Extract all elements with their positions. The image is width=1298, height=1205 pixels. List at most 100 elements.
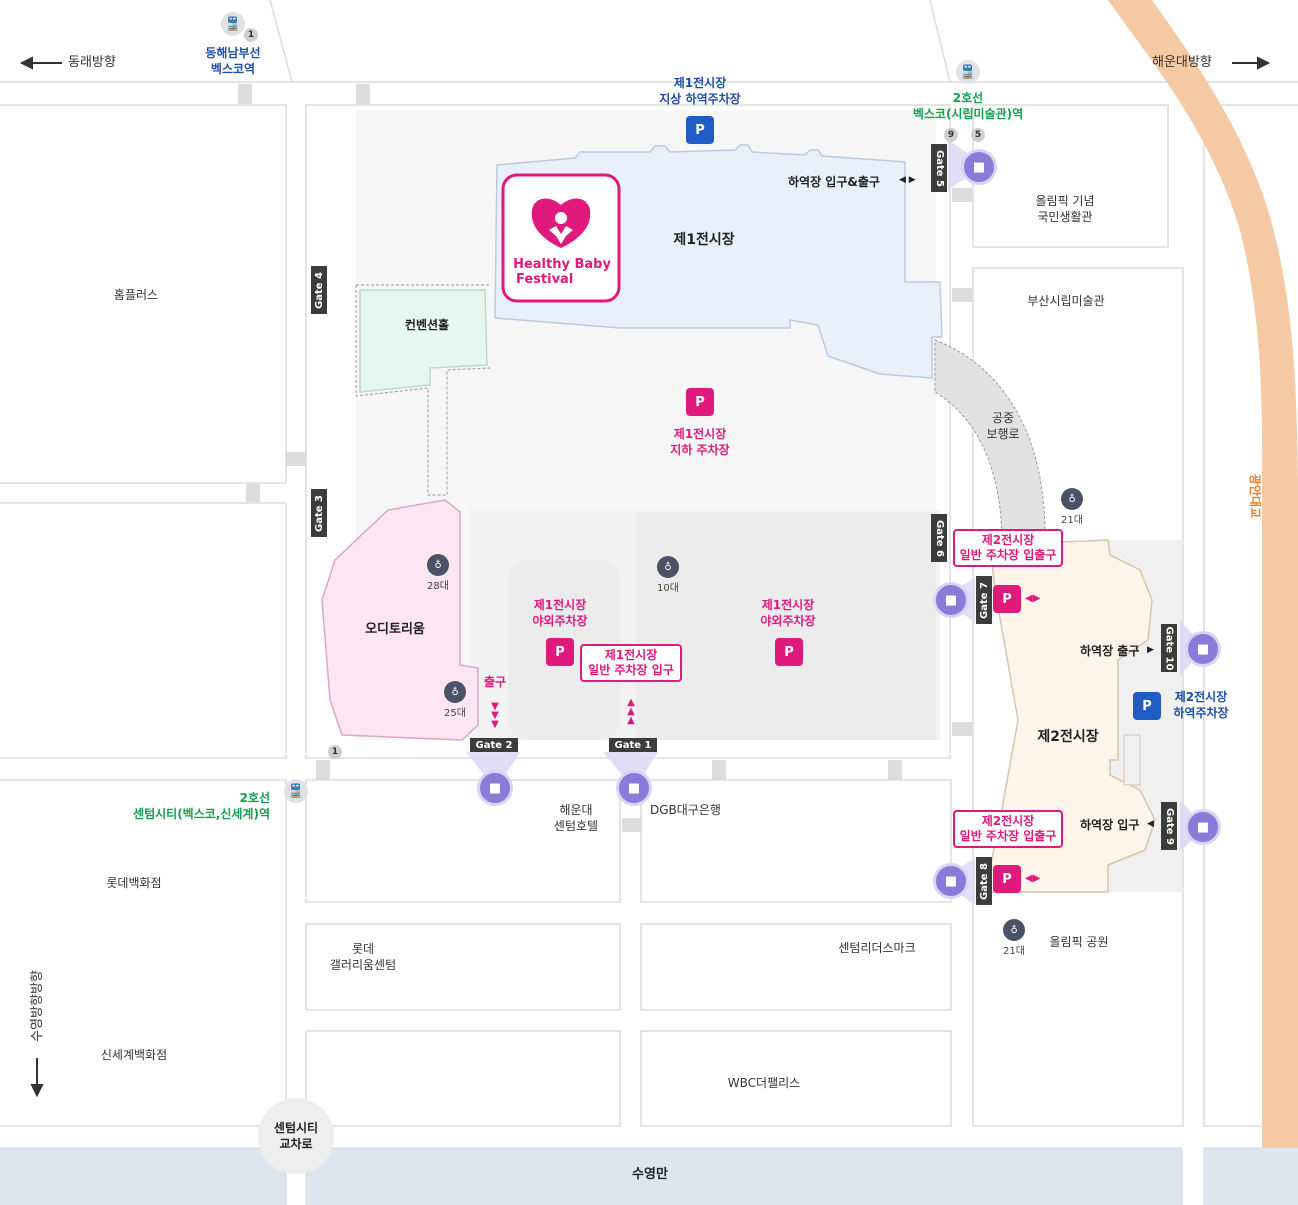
lotte-gallerium-line1: 롯데: [351, 942, 375, 956]
parking-icon-outdoor-left: P: [546, 638, 574, 666]
camera-icon-gate-9[interactable]: ■: [1185, 809, 1221, 845]
landmark-shinsegae: 신세계백화점: [100, 1048, 168, 1062]
gate-9-label: Gate 9: [1163, 807, 1175, 845]
outdoor-left-line1: 제1전시장: [533, 598, 587, 612]
bike-icon-25: ♁: [444, 681, 466, 703]
direction-east: 해운대방향: [1152, 55, 1212, 70]
parking-icon-hall2-bottom: P: [993, 865, 1021, 893]
block-wbc: [640, 1030, 952, 1127]
station-dongbu-name: 벡스코역: [210, 62, 256, 76]
landmark-homeplus: 홈플러스: [113, 288, 159, 302]
hall2-loading-parking-line1: 제2전시장: [1174, 690, 1228, 704]
camera-icon-gate-2[interactable]: ■: [477, 770, 513, 806]
hall2-loading-parking-line2: 하역주차장: [1173, 706, 1229, 720]
general-entrance-line1: 제1전시장: [604, 648, 658, 662]
outdoor-right-line2: 야외주차장: [760, 614, 816, 628]
landmark-wbc: WBC더팰리스: [727, 1076, 801, 1090]
bike-count-21-bottom: 21대: [1003, 946, 1025, 957]
gate-10: Gate 10: [1161, 624, 1177, 672]
gate-6: Gate 6: [931, 514, 947, 562]
exit-label: 출구: [484, 675, 507, 689]
hall1-top-parking-label: 제1전시장 지상 하역주차장: [640, 75, 760, 107]
block-olympic-hall: [972, 104, 1169, 248]
olympic-hall-line2: 국민생활관: [1037, 210, 1093, 224]
landmark-centum-leaders: 센텀리더스마크: [838, 941, 916, 955]
bike-count-25: 25대: [444, 708, 466, 719]
hall1-underground-line1: 제1전시장: [673, 427, 727, 441]
gate-5-label: Gate 5: [933, 149, 945, 187]
bidirectional-arrow-icon: ◀ ▶: [899, 175, 916, 185]
camera-icon-gate-7[interactable]: ■: [933, 582, 969, 618]
train-icon-dongbu: 🚆: [221, 12, 245, 36]
hall2-parking-bottom-callout: 제2전시장 일반 주차장 입출구: [953, 810, 1063, 848]
block-gallerium: [305, 923, 621, 1011]
skywalk-line1: 공중: [991, 411, 1015, 425]
centum-hotel-line1: 해운대: [559, 803, 593, 817]
skywalk-line2: 보행로: [986, 427, 1020, 441]
up-arrows-icon: ▲▲▲: [627, 697, 635, 726]
olympic-hall-line1: 올림픽 기념: [1035, 194, 1095, 208]
hall1-outdoor-parking-right-label: 제1전시장 야외주차장: [740, 597, 836, 629]
camera-icon-gate-1[interactable]: ■: [616, 770, 652, 806]
general-entrance-line2: 일반 주차장 입구: [588, 663, 674, 677]
gate-4: Gate 4: [311, 266, 327, 314]
hall2-parking-top-line2: 일반 주차장 입출구: [959, 548, 1057, 562]
exit-number-bexco-5: 5: [971, 128, 985, 142]
pink-bidirectional-arrow-icon-2: ◀▶: [1025, 873, 1041, 884]
bike-count-10: 10대: [657, 583, 679, 594]
landmark-olympic-park: 올림픽 공원: [1049, 935, 1109, 949]
skywalk-label: 공중 보행로: [978, 410, 1028, 442]
hall2-loading-entrance: 하역장 입구: [1080, 818, 1140, 832]
gate-7-label: Gate 7: [978, 581, 990, 619]
landmark-centum-hotel: 해운대 센텀호텔: [540, 802, 612, 834]
exit-number-bexco-9: 9: [944, 128, 958, 142]
direction-south: 수영방향방향: [30, 970, 45, 1042]
exit-number-dongbu: 1: [244, 28, 258, 42]
exit-number-centum: 1: [328, 745, 342, 759]
gate-4-label: Gate 4: [313, 271, 325, 309]
block-west: [0, 502, 287, 759]
block-hotel: [305, 779, 621, 903]
gate-7: Gate 7: [976, 576, 992, 624]
camera-icon-gate-5[interactable]: ■: [961, 149, 997, 185]
landmark-olympic-hall: 올림픽 기념 국민생활관: [1020, 193, 1110, 225]
camera-icon-gate-10[interactable]: ■: [1185, 631, 1221, 667]
bike-count-21-top: 21대: [1061, 515, 1083, 526]
station-centum-name: 센텀시티(벡스코,신세계)역: [133, 807, 270, 821]
gate-6-label: Gate 6: [933, 519, 945, 557]
hall2-parking-bottom-line2: 일반 주차장 입출구: [959, 829, 1057, 843]
station-dongbu: 동해남부선 벡스코역: [195, 45, 271, 77]
gate-8-label: Gate 8: [978, 862, 990, 900]
station-bexco: 2호선 벡스코(시립미술관)역: [900, 90, 1036, 122]
block-leaders: [640, 923, 952, 1011]
block-southwest: [0, 779, 287, 1127]
bike-icon-28: ♁: [427, 554, 449, 576]
hall2-parking-bottom-line1: 제2전시장: [981, 814, 1035, 828]
camera-icon-gate-8[interactable]: ■: [933, 863, 969, 899]
down-arrows-icon: ▼▼▼: [491, 701, 499, 730]
centum-crossroad-line2: 교차로: [279, 1137, 313, 1151]
bike-count-28: 28대: [427, 581, 449, 592]
hall2-parking-top-line1: 제2전시장: [981, 533, 1035, 547]
outdoor-left-line2: 야외주차장: [532, 614, 588, 628]
hall1-top-parking-line1: 제1전시장: [673, 76, 727, 90]
hall2-loading-exit: 하역장 출구: [1080, 644, 1140, 658]
gate-9: Gate 9: [1161, 802, 1177, 850]
hall2-parking-top-callout: 제2전시장 일반 주차장 입출구: [953, 529, 1063, 567]
block-south-a: [305, 1030, 621, 1127]
gate-1: Gate 1: [609, 738, 657, 752]
hall2-name: 제2전시장: [1037, 729, 1099, 745]
left-arrow-icon: ◀: [1147, 819, 1154, 829]
station-centum-line: 2호선: [239, 791, 270, 805]
gate-3: Gate 3: [311, 489, 327, 537]
station-bexco-name: 벡스코(시립미술관)역: [912, 107, 1024, 121]
landmark-lotte-gallerium: 롯데 갤러리움센텀: [320, 941, 406, 973]
outdoor-right-line1: 제1전시장: [761, 598, 815, 612]
landmark-art-museum: 부산시립미술관: [1027, 294, 1105, 308]
station-centum: 2호선 센텀시티(벡스코,신세계)역: [120, 790, 270, 822]
festival-title: Healthy Baby Festival: [508, 257, 616, 287]
landmark-dgb: DGB대구은행: [650, 803, 721, 817]
gate-2: Gate 2: [470, 738, 518, 752]
